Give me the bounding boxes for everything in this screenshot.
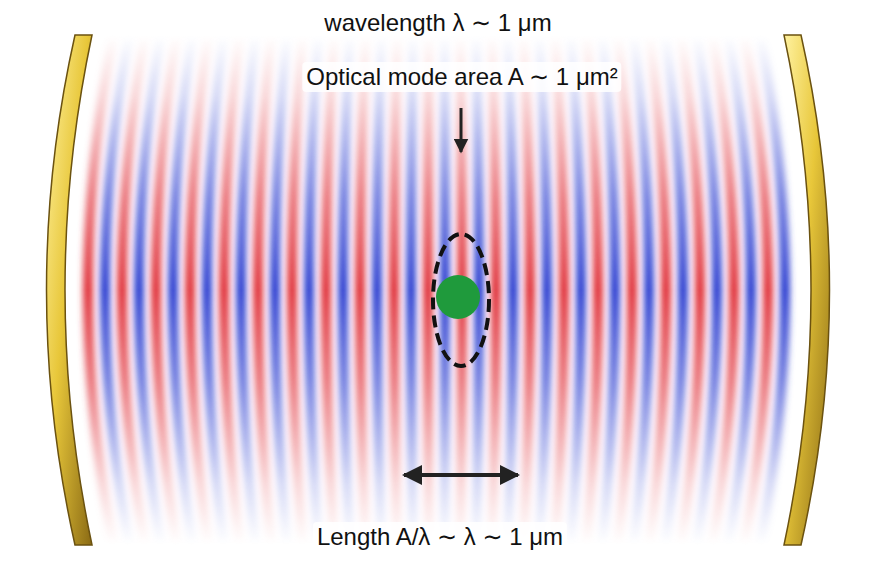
wavefront-stripe xyxy=(713,35,734,545)
wavefront-stripe xyxy=(618,35,632,545)
wavefront-stripe xyxy=(411,35,413,545)
pointer-arrow xyxy=(460,108,463,152)
emitter-dot xyxy=(436,275,480,319)
wavefront-stripe xyxy=(508,35,513,545)
wavefront-stripe xyxy=(744,35,768,545)
left-mirror xyxy=(47,35,93,545)
length-arrow xyxy=(404,473,518,477)
wavefront-stripe xyxy=(492,35,496,545)
wavefront-stripe xyxy=(309,35,318,545)
wavefront-stripe xyxy=(571,35,581,545)
wavefront-stripe xyxy=(539,35,547,545)
standing-wave xyxy=(88,35,785,545)
wavefront-stripe xyxy=(343,35,350,545)
wavefront-stripe xyxy=(360,35,366,545)
wavefront-stripe xyxy=(523,35,530,545)
wavefront-stripe xyxy=(634,35,649,545)
wavefront-stripe xyxy=(555,35,564,545)
length-label: Length A/λ ∼ λ ∼ 1 μm xyxy=(313,522,567,552)
wavefront-stripe xyxy=(602,35,615,545)
wavefront-stripe xyxy=(665,35,683,545)
right-mirror xyxy=(784,35,830,545)
mode-area-outline xyxy=(433,234,489,366)
wavefront-stripe xyxy=(394,35,397,545)
wavefront-stripe xyxy=(728,35,751,545)
wavefront-stripe xyxy=(760,35,785,545)
wavefront-stripe xyxy=(326,35,334,545)
wavefront-stripe xyxy=(258,35,271,545)
wavefront-stripe xyxy=(586,35,598,545)
wavefront-stripe xyxy=(275,35,287,545)
mode-area-label: Optical mode area A ∼ 1 μm² xyxy=(302,62,621,92)
wavefront-stripe xyxy=(377,35,381,545)
wavelength-label: wavelength λ ∼ 1 μm xyxy=(320,8,555,38)
wavefront-stripe xyxy=(697,35,717,545)
wavefront-stripe xyxy=(650,35,666,545)
wavefront-stripe xyxy=(681,35,700,545)
wavefront-stripe xyxy=(292,35,303,545)
